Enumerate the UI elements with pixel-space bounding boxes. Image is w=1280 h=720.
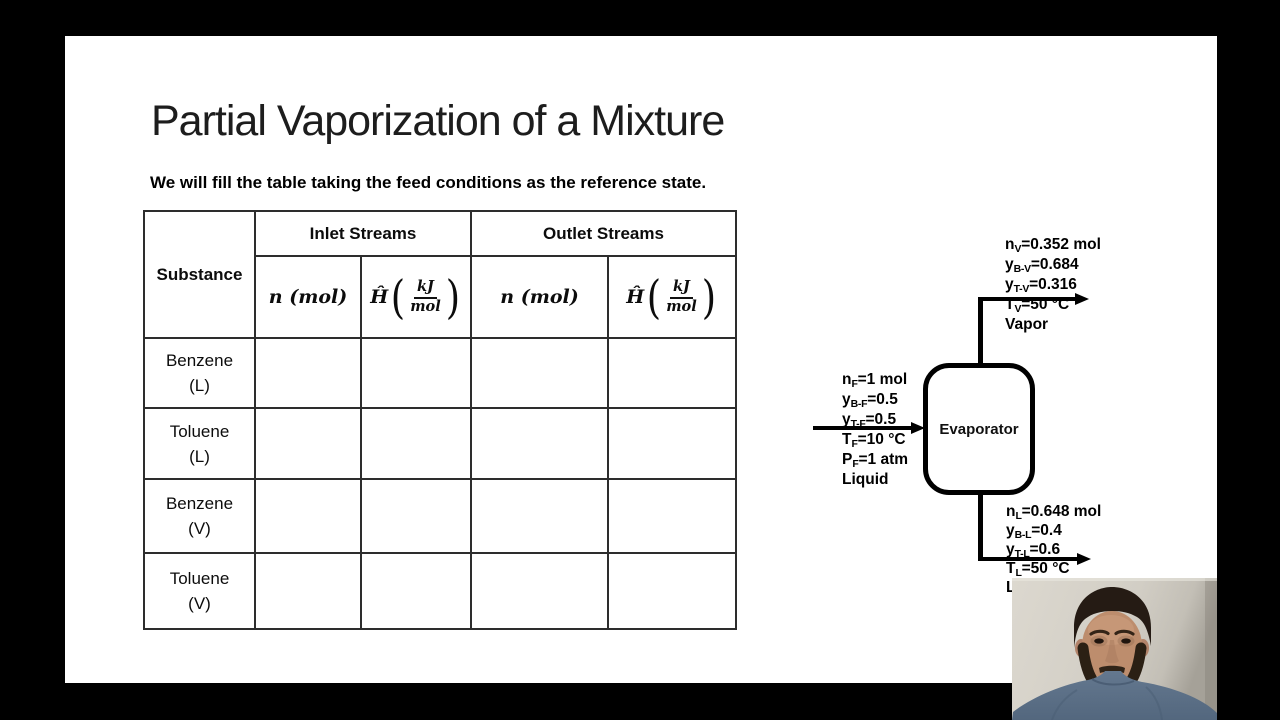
forehead xyxy=(1088,615,1134,645)
cell-toluene-l-inlet-n xyxy=(254,407,362,480)
vapor-line-horizontal xyxy=(978,297,1075,301)
unit-header-n-outlet: n (mol) xyxy=(470,255,609,339)
feed-arrowhead-icon xyxy=(911,422,925,434)
eyebrow-left xyxy=(1089,629,1110,636)
collar xyxy=(1091,678,1135,686)
enthalpy-table: Substance Inlet Streams Outlet Streams n… xyxy=(143,210,737,630)
slide-subtitle: We will fill the table taking the feed c… xyxy=(150,173,707,192)
vapor-line-vertical xyxy=(978,299,983,365)
shirt-fold-left xyxy=(1051,689,1078,720)
cell-toluene-l-outlet-n xyxy=(470,407,609,480)
row-label-benzene-v: Benzene(V) xyxy=(143,478,256,554)
cell-toluene-v-outlet-h xyxy=(607,552,737,630)
hair xyxy=(1074,587,1151,648)
page-title: Partial Vaporization of a Mixture xyxy=(151,97,725,145)
eye-left xyxy=(1094,638,1104,644)
feed-arrow-line xyxy=(813,426,913,430)
vapor-stream-labels: nV=0.352 mol yB-V=0.684 yT-V=0.316 TV=50… xyxy=(1005,236,1101,333)
cell-toluene-v-inlet-n xyxy=(254,552,362,630)
cell-toluene-v-outlet-n xyxy=(470,552,609,630)
webcam-overlay xyxy=(1012,578,1217,720)
row-label-toluene-v: Toluene(V) xyxy=(143,552,256,630)
row-label-toluene-l: Toluene(L) xyxy=(143,407,256,480)
shirt-fold-right xyxy=(1145,686,1163,720)
cell-benzene-v-inlet-n xyxy=(254,478,362,554)
person xyxy=(1012,587,1217,720)
wall-corner-shadow xyxy=(1205,578,1217,720)
presenter-video xyxy=(1012,578,1217,720)
wall-top-highlight xyxy=(1012,578,1217,581)
cell-benzene-l-outlet-h xyxy=(607,337,737,409)
evaporator-unit-box: Evaporator xyxy=(923,363,1035,495)
vapor-arrowhead-icon xyxy=(1075,293,1089,305)
eyebrow-right xyxy=(1114,629,1135,636)
shirt xyxy=(1012,671,1217,720)
table-header-substance: Substance xyxy=(143,210,256,339)
table-row: Toluene(V) xyxy=(143,552,737,630)
table-row: Benzene(L) xyxy=(143,337,737,409)
cell-benzene-v-inlet-h xyxy=(360,478,472,554)
row-label-benzene-l: Benzene(L) xyxy=(143,337,256,409)
unit-header-n-inlet: n (mol) xyxy=(254,255,362,339)
eye-right xyxy=(1121,638,1131,644)
cell-toluene-l-outlet-h xyxy=(607,407,737,480)
table-row: Benzene(V) xyxy=(143,478,737,554)
table-header-outlet: Outlet Streams xyxy=(470,210,737,257)
cell-benzene-v-outlet-n xyxy=(470,478,609,554)
liquid-line-horizontal xyxy=(978,557,1077,561)
liquid-arrowhead-icon xyxy=(1077,553,1091,565)
table-header-inlet: Inlet Streams xyxy=(254,210,472,257)
cell-toluene-l-inlet-h xyxy=(360,407,472,480)
feed-stream-labels: nF=1 mol yB-F=0.5 yT-F=0.5 TF=10 °C PF=1… xyxy=(842,371,909,488)
cell-benzene-l-inlet-h xyxy=(360,337,472,409)
evaporator-label: Evaporator xyxy=(939,420,1019,438)
table-row: Toluene(L) xyxy=(143,407,737,480)
cell-benzene-v-outlet-h xyxy=(607,478,737,554)
cell-benzene-l-outlet-n xyxy=(470,337,609,409)
liquid-line-vertical xyxy=(978,491,983,561)
cell-toluene-v-inlet-h xyxy=(360,552,472,630)
nose xyxy=(1105,640,1119,664)
cell-benzene-l-inlet-n xyxy=(254,337,362,409)
presentation-slide: Partial Vaporization of a Mixture We wil… xyxy=(65,36,1217,683)
